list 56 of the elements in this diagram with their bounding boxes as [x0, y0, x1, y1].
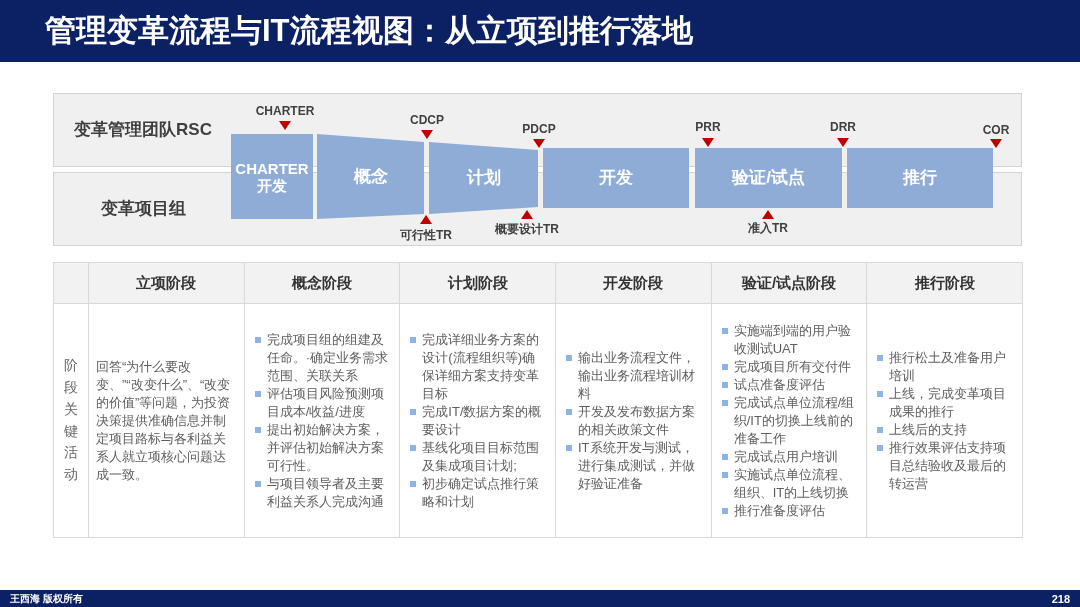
- phase-shape: [231, 134, 313, 219]
- phase-shape: [429, 142, 538, 214]
- phase-label: 概念: [353, 166, 388, 187]
- page-title: 管理变革流程与IT流程视图：从立项到推行落地: [45, 13, 693, 49]
- bullet-text: 完成IT/数据方案的概要设计: [422, 402, 543, 439]
- milestone-label: 准入TR: [748, 221, 788, 236]
- column-header: 计划阶段: [400, 263, 555, 303]
- bullet-text: 上线后的支持: [889, 420, 968, 439]
- bullet-text: 试点准备度评估: [733, 375, 825, 394]
- milestone-label: DRR: [830, 120, 856, 135]
- bullet-text: 实施试点单位流程、组织、IT的上线切换: [733, 465, 852, 502]
- bullet-text: 推行松土及准备用户培训: [889, 348, 1008, 385]
- copyright-text: 王西海 版权所有: [10, 592, 83, 605]
- bullet-text: 输出业务流程文件，输出业务流程培训材料: [578, 348, 696, 403]
- page-number: 218: [1051, 592, 1070, 605]
- milestone-label: CHARTER: [255, 104, 315, 119]
- phase-shape: [695, 148, 842, 208]
- column-header: 立项阶段: [89, 263, 244, 303]
- phase-label: 推行: [903, 168, 937, 188]
- bullet-text: 上线，完成变革项目成果的推行: [889, 384, 1008, 421]
- phase-shape: [317, 134, 424, 219]
- milestone-label: PRR: [695, 120, 721, 135]
- phase-shape: [847, 148, 993, 208]
- lane-label: 变革项目组: [100, 198, 186, 221]
- milestone-label: 可行性TR: [400, 228, 452, 243]
- phase-shape: [543, 148, 689, 208]
- column-header: 推行阶段: [867, 263, 1022, 303]
- bullet-text: 评估项目风险预测项目成本/收益/进度: [266, 384, 385, 421]
- phase-label: 开发: [599, 168, 633, 188]
- phase-label: 计划: [466, 168, 501, 188]
- phase-label: CHARTER开发: [234, 159, 310, 194]
- milestone-label: 概要设计TR: [495, 222, 559, 237]
- bullet-text: 完成项目组的组建及任命。·确定业务需求范围、关联关系: [266, 330, 389, 385]
- bullet-text: IT系统开发与测试，进行集成测试，并做好验证准备: [578, 438, 696, 493]
- milestone-label: COR: [982, 123, 1010, 138]
- bullet-text: 推行效果评估支持项目总结验收及最后的转运营: [889, 438, 1008, 493]
- phase-label: 验证/试点: [732, 168, 805, 188]
- bullet-text: 完成试点用户培训: [733, 447, 838, 466]
- bullet-text: 基线化项目目标范围及集成项目计划;: [422, 438, 541, 475]
- bullet-text: 提出初始解决方案，并评估初始解决方案可行性。: [266, 420, 385, 475]
- column-header: 验证/试点阶段: [711, 263, 867, 303]
- column-header: 开发阶段: [556, 263, 711, 303]
- cell-text: 回答“为什么要改变、”“改变什么”、“改变的价值”等问题，为投资决策提供准确信息并制定项目路标与各利益关系人就立项核心问题达成一致。: [95, 357, 232, 484]
- column-header: 概念阶段: [244, 263, 400, 303]
- bullet-text: 推行准备度评估: [733, 501, 825, 520]
- milestone-label: CDCP: [410, 113, 444, 128]
- bullet-text: 完成试点单位流程/组织/IT的切换上线前的准备工作: [733, 393, 856, 448]
- bullet-text: 初步确定试点推行策略和计划: [422, 474, 541, 511]
- row-header: 阶段关键活动: [64, 356, 78, 484]
- bullet-text: 完成详细业务方案的设计(流程组织等)确保详细方案支持变革目标: [422, 330, 541, 403]
- bullet-text: 完成项目所有交付件: [733, 357, 851, 376]
- bullet-text: 与项目领导者及主要利益关系人完成沟通: [266, 474, 385, 511]
- bullet-text: 开发及发布数据方案的相关政策文件: [578, 402, 696, 439]
- lane-label: 变革管理团队RSC: [74, 119, 212, 142]
- milestone-label: PDCP: [522, 122, 556, 137]
- bullet-text: 实施端到端的用户验收测试UAT: [733, 321, 852, 358]
